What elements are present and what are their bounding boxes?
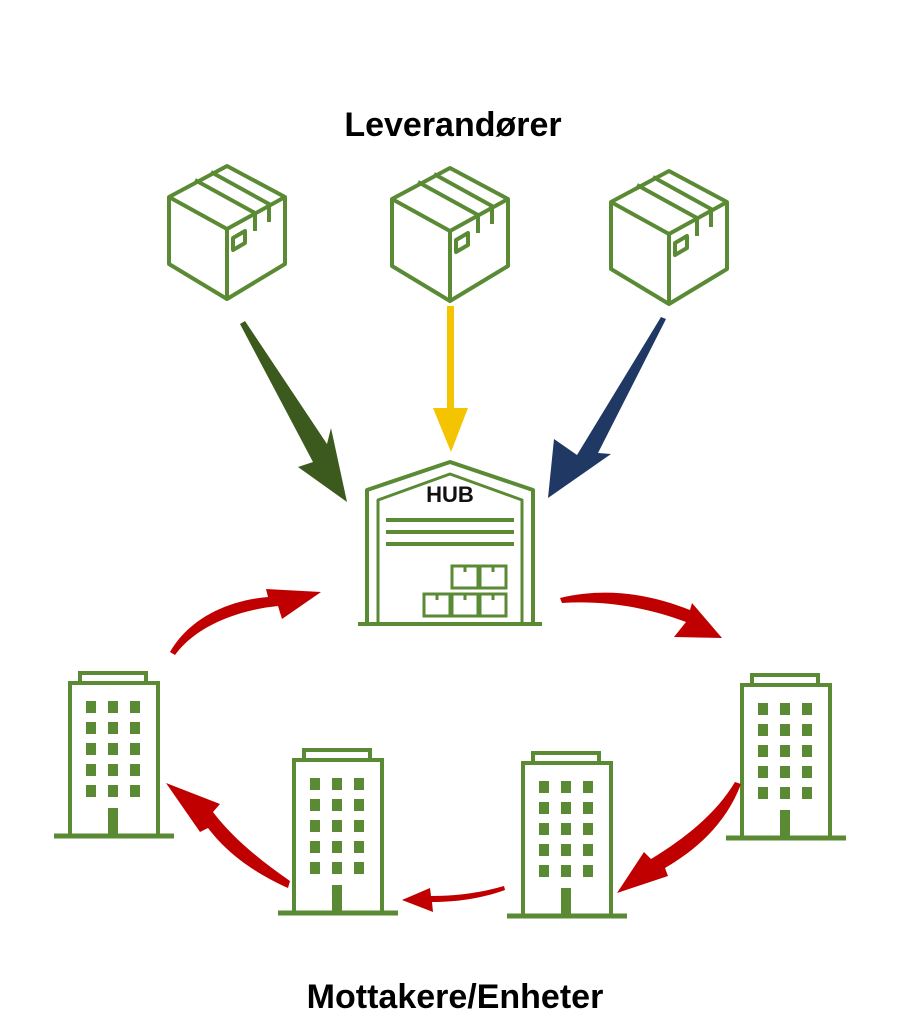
- package-icon: [390, 166, 510, 303]
- arrow-supplier-1-to-hub: [240, 321, 347, 502]
- arrow-hub-to-right-building: [560, 592, 722, 638]
- arrow-building-2-to-left-building: [166, 783, 290, 888]
- building-icon: [278, 750, 398, 913]
- building-icon: [726, 675, 846, 838]
- package-icon: [167, 164, 287, 301]
- arrow-left-building-to-hub: [170, 589, 321, 655]
- building-icon: [54, 673, 174, 836]
- arrow-building-3-to-building-2: [402, 886, 505, 912]
- hub-label: HUB: [426, 482, 474, 507]
- arrow-right-building-to-building-3: [617, 782, 741, 893]
- warehouse-icon: [358, 460, 542, 626]
- suppliers-title: Leverandører: [344, 106, 561, 144]
- building-icon: [507, 753, 627, 916]
- arrow-supplier-2-to-hub: [433, 306, 468, 452]
- package-icon: [609, 169, 729, 306]
- arrow-supplier-3-to-hub: [548, 317, 666, 498]
- receivers-title: Mottakere/Enheter: [307, 978, 604, 1016]
